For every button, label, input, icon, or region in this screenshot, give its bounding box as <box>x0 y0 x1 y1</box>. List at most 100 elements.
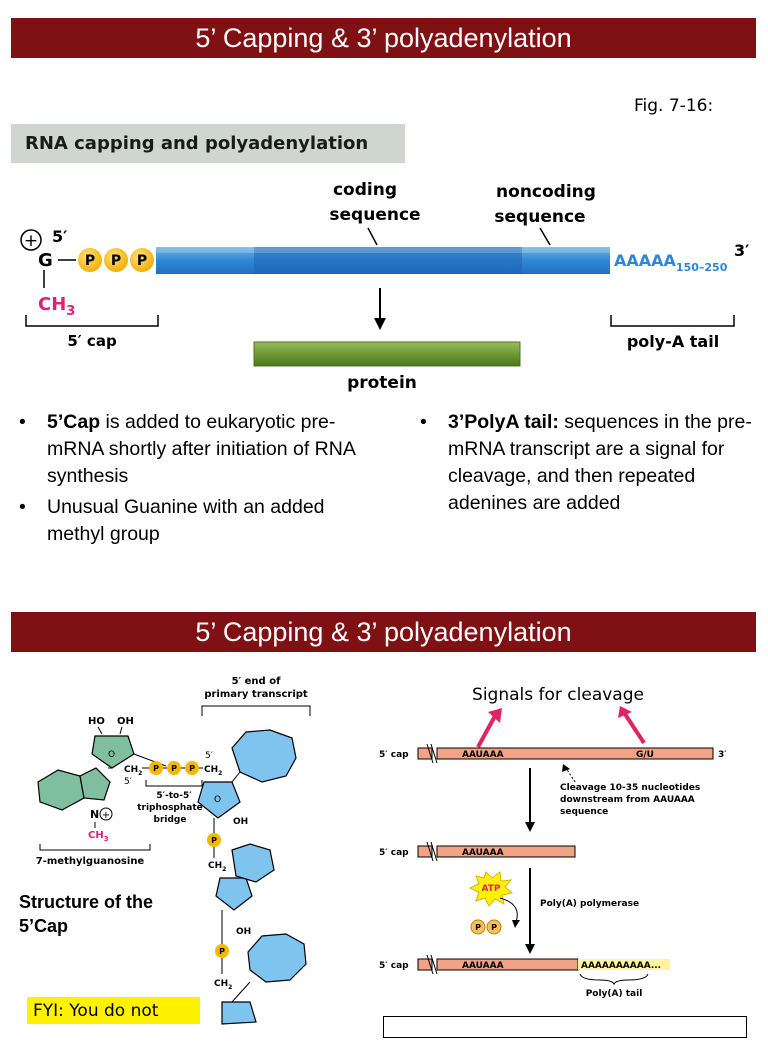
svg-text:CH2: CH2 <box>214 979 232 991</box>
signal-arrow-right <box>623 712 646 745</box>
coding-label-2: sequence <box>329 205 420 225</box>
svg-text:OH: OH <box>236 927 251 937</box>
noncoding-label-2: sequence <box>494 207 585 227</box>
tail-bracket <box>610 315 735 327</box>
atp-icon <box>468 871 514 907</box>
svg-text:O: O <box>214 795 221 805</box>
svg-text:P: P <box>211 836 217 845</box>
three-prime-label: 3′ <box>734 241 749 260</box>
bullet-polya: 3’PolyA tail: sequences in the pre-mRNA … <box>412 409 762 517</box>
ribose-blue-1 <box>197 781 241 819</box>
svg-text:+: + <box>102 810 110 821</box>
coding-region <box>254 247 522 274</box>
svg-text:3′: 3′ <box>718 750 727 760</box>
rna-strand-1 <box>436 747 714 760</box>
svg-text:AAUAAA: AAUAAA <box>462 750 504 760</box>
guanine-label: G <box>38 250 53 271</box>
svg-text:G/U: G/U <box>636 750 654 760</box>
cap-structure-title: Structure of the 5’Cap <box>19 892 154 936</box>
slide1-title-banner: 5’ Capping & 3’ polyadenylation <box>11 18 756 58</box>
svg-text:5′: 5′ <box>205 751 213 761</box>
svg-text:Cleavage 10-35 nucleotides: Cleavage 10-35 nucleotides <box>560 783 700 793</box>
svg-text:AAUAAA: AAUAAA <box>462 961 504 971</box>
svg-text:Poly(A) polymerase: Poly(A) polymerase <box>540 899 639 909</box>
coding-label-1: coding <box>333 180 397 200</box>
svg-text:P: P <box>171 764 177 773</box>
svg-text:CH2: CH2 <box>208 861 226 873</box>
svg-text:N: N <box>90 808 99 821</box>
protein-label: protein <box>347 373 417 393</box>
svg-text:AAUAAA: AAUAAA <box>462 848 504 858</box>
svg-text:P: P <box>189 764 195 773</box>
cap-structure-diagram: 5′ end of primary transcript HO OH O N +… <box>36 676 311 1025</box>
svg-text:ATP: ATP <box>481 884 500 894</box>
tail-label: poly-A tail <box>627 332 719 351</box>
svg-text:bridge: bridge <box>154 815 187 825</box>
phosphate-2: P <box>104 248 128 272</box>
rna-strand-2 <box>436 845 576 858</box>
svg-text:OH: OH <box>233 817 248 827</box>
base-blue-1 <box>231 729 297 783</box>
right-bullets: 3’PolyA tail: sequences in the pre-mRNA … <box>412 409 762 521</box>
svg-text:HO: HO <box>88 716 105 727</box>
section-label-text: RNA capping and polyadenylation <box>25 133 369 154</box>
methylguanosine-label: 7-methylguanosine <box>36 856 145 867</box>
svg-text:P: P <box>491 923 497 932</box>
plus-sign: + <box>24 231 38 251</box>
bottom-box <box>383 1016 747 1038</box>
svg-text:OH: OH <box>117 716 134 727</box>
noncoding-label-1: noncoding <box>496 182 596 202</box>
svg-text:AAAAAAAAAA...: AAAAAAAAAA... <box>581 961 661 971</box>
guanine-ring-2 <box>79 767 111 801</box>
slide2-title-banner: 5’ Capping & 3’ polyadenylation <box>11 612 756 652</box>
ribose-green <box>91 735 135 769</box>
left-bullets: 5’Cap is added to eukaryotic pre-mRNA sh… <box>11 409 371 552</box>
polya-tail-box <box>578 959 670 970</box>
plus-charge-icon <box>20 229 42 251</box>
svg-text:triphosphate: triphosphate <box>137 803 203 813</box>
polya-sequence: AAAAA150–250 <box>614 251 728 274</box>
five-end-label-2: primary transcript <box>204 689 308 700</box>
slide1-title: 5’ Capping & 3’ polyadenylation <box>195 22 572 53</box>
bullet-guanine: Unusual Guanine with an added methyl gro… <box>11 494 371 548</box>
svg-text:O: O <box>108 750 115 760</box>
svg-text:P: P <box>475 923 481 932</box>
figure-label: Fig. 7-16: <box>634 96 714 116</box>
polyadenylation-diagram: Signals for cleavage 5′ cap AAUAAA G/U 3… <box>379 685 727 999</box>
methyl-label: CH3 <box>38 294 75 319</box>
five-end-label-1: 5′ end of <box>232 676 281 687</box>
down-arrow-icon <box>525 822 535 832</box>
svg-text:5′: 5′ <box>124 777 132 787</box>
svg-text:5′-to-5′: 5′-to-5′ <box>156 791 192 801</box>
svg-text:Poly(A) tail: Poly(A) tail <box>586 989 643 999</box>
protein-bar <box>253 341 521 367</box>
signals-label: Signals for cleavage <box>472 685 644 705</box>
svg-text:downstream from AAUAAA: downstream from AAUAAA <box>560 795 695 805</box>
slide2-title: 5’ Capping & 3’ polyadenylation <box>195 616 572 647</box>
svg-text:P: P <box>137 253 147 269</box>
down-arrow-icon <box>525 944 535 954</box>
svg-text:P: P <box>85 253 95 269</box>
svg-text:CH2: CH2 <box>204 765 222 777</box>
ribose-blue-3 <box>221 1001 257 1025</box>
svg-text:P: P <box>111 253 121 269</box>
phosphate-3: P <box>130 248 154 272</box>
signal-arrow-left <box>476 715 497 748</box>
bullet-cap: 5’Cap is added to eukaryotic pre-mRNA sh… <box>11 409 371 490</box>
phosphate-1: P <box>78 248 102 272</box>
fyi-note: FYI: You do not <box>27 997 200 1024</box>
svg-text:5′ cap: 5′ cap <box>379 750 409 760</box>
section-label: RNA capping and polyadenylation <box>11 124 405 163</box>
down-arrow-icon <box>374 318 386 330</box>
base-blue-2 <box>231 843 275 883</box>
base-blue-3 <box>247 933 307 983</box>
svg-text:P: P <box>219 947 225 956</box>
cap-bracket <box>25 315 159 327</box>
svg-text:P: P <box>153 764 159 773</box>
svg-text:CH2: CH2 <box>124 765 142 777</box>
five-prime-label: 5′ <box>52 227 67 246</box>
cap-label: 5′ cap <box>67 332 117 350</box>
svg-text:sequence: sequence <box>560 807 608 817</box>
methyl-label-2: CH3 <box>88 830 109 843</box>
rna-strand-3 <box>436 958 579 971</box>
